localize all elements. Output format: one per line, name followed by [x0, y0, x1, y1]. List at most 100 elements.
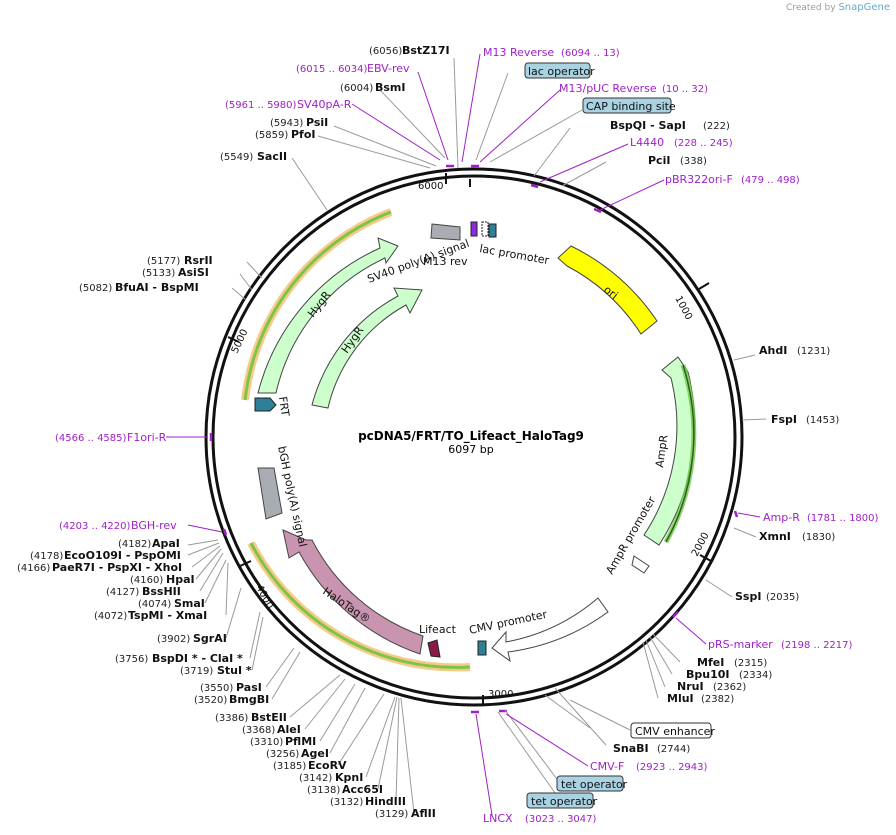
enzyme-pos-acc65i: (3138) [307, 785, 340, 796]
primer-bgh-rev[interactable]: BGH-rev [131, 519, 177, 532]
enzyme-agei[interactable]: AgeI [301, 747, 329, 760]
cmv-promoter-feature[interactable] [491, 597, 609, 663]
hygr-outer-feature[interactable] [257, 237, 399, 394]
enzyme-bmgbi[interactable]: BmgBI [229, 693, 269, 706]
enzyme-paer7i-pspxi-xhoi[interactable]: PaeR7I - PspXI - XhoI [52, 561, 182, 574]
plasmid-name: pcDNA5/FRT/TO_Lifeact_HaloTag9 [358, 429, 584, 444]
hygr-inner-feature[interactable] [311, 287, 423, 409]
enzyme-pos-kpni: (3142) [299, 773, 332, 784]
primer-m13-puc-reverse[interactable]: M13/pUC Reverse [559, 82, 657, 95]
lifeact-feature[interactable] [427, 639, 441, 658]
enzyme-hindiii[interactable]: HindIII [365, 795, 406, 808]
m13-rev-feature[interactable] [470, 221, 478, 237]
tick-label-4000: 4000 [253, 583, 275, 611]
enzyme-mfei[interactable]: MfeI [697, 656, 724, 669]
enzyme-pfoi[interactable]: PfoI [291, 128, 316, 141]
enzyme-bsshii[interactable]: BssHII [142, 585, 181, 598]
enzyme-pos-tspmi: (4072) [94, 611, 127, 622]
enzyme-bpu10i[interactable]: Bpu10I [686, 668, 730, 681]
cmv-promoter-label: CMV promoter [468, 608, 549, 637]
enzyme-fspi[interactable]: FspI [771, 413, 797, 426]
tet-operator-feature[interactable] [477, 640, 487, 656]
enzyme-snabi[interactable]: SnaBI [613, 742, 649, 755]
enzyme-pos-ecorv: (3185) [273, 761, 306, 772]
cmv-enhancer-label: CMV enhancer [635, 725, 715, 738]
enzyme-bspdi-clai[interactable]: BspDI * - ClaI * [152, 652, 243, 665]
enzyme-bspqi-sapi[interactable]: BspQI - SapI [610, 119, 686, 132]
tet-operator-box-1[interactable] [556, 775, 624, 792]
enzyme-pos-bsshii: (4127) [106, 587, 139, 598]
cap-binding-site-label: CAP binding site [586, 100, 676, 113]
enzyme-pos-agei: (3256) [266, 749, 299, 760]
enzyme-bsmi[interactable]: BsmI [375, 81, 406, 94]
primer-amp-r[interactable]: Amp-R [763, 511, 800, 524]
enzyme-tspmi-xmai[interactable]: TspMI - XmaI [128, 609, 207, 622]
enzyme-sacii[interactable]: SacII [257, 150, 287, 163]
enzyme-ecorv[interactable]: EcoRV [308, 759, 347, 772]
enzyme-nrui[interactable]: NruI [677, 680, 704, 693]
lac-operator-box[interactable] [524, 62, 591, 79]
tick-label-3000: 3000 [488, 689, 513, 700]
snapgene-credit: Created by SnapGene [786, 2, 890, 13]
ampr-promoter-feature[interactable] [631, 555, 650, 574]
enzyme-pos-nrui: (2362) [713, 682, 746, 693]
enzyme-pos-hpai: (4160) [130, 575, 163, 586]
tick-label-1000: 1000 [672, 294, 694, 322]
enzyme-asisi[interactable]: AsiSI [178, 266, 209, 279]
bgh-polya-feature[interactable] [257, 467, 283, 520]
enzyme-bsteii[interactable]: BstEII [251, 711, 287, 724]
enzyme-pos-bsmi: (6004) [340, 83, 373, 94]
cap-feature[interactable] [488, 223, 497, 238]
enzyme-rsrii[interactable]: RsrII [184, 254, 213, 267]
primer-ebv-rev[interactable]: EBV-rev [367, 62, 410, 75]
halotag-feature[interactable] [282, 529, 424, 655]
enzyme-pos-bspqi-sapi: (222) [703, 121, 730, 132]
enzyme-bfuai-bspmi[interactable]: BfuAI - BspMI [115, 281, 199, 294]
enzyme-stui[interactable]: StuI * [217, 664, 252, 677]
primer-lncx[interactable]: LNCX [483, 812, 513, 825]
tet-operator-box-2[interactable] [526, 792, 594, 809]
enzyme-acc65i[interactable]: Acc65I [342, 783, 383, 796]
primer-f1ori-r[interactable]: F1ori-R [127, 431, 167, 444]
primer-m13-reverse[interactable]: M13 Reverse [483, 46, 554, 59]
enzyme-pcii[interactable]: PciI [648, 154, 670, 167]
enzyme-hpai[interactable]: HpaI [166, 573, 195, 586]
primer-prs-marker[interactable]: pRS-marker [708, 638, 773, 651]
sv40-polya-feature[interactable] [430, 223, 461, 241]
tick-label-5000: 5000 [230, 328, 251, 356]
cap-binding-site-box[interactable] [582, 97, 672, 114]
m13-rev-label: M13 rev [423, 255, 468, 268]
primer-pos-m13-reverse: (6094 .. 13) [561, 48, 620, 59]
enzyme-mlui[interactable]: MluI [667, 692, 694, 705]
enzyme-pos-aflii: (3129) [375, 809, 408, 820]
primer-pos-cmv-f: (2923 .. 2943) [636, 762, 708, 773]
cmv-enhancer-box[interactable] [630, 722, 712, 739]
primer-sv40pa-r[interactable]: SV40pA-R [297, 98, 352, 111]
primer-pos-amp-r: (1781 .. 1800) [807, 513, 879, 524]
lac-promoter-feature[interactable] [481, 221, 489, 237]
enzyme-apai[interactable]: ApaI [152, 537, 180, 550]
enzyme-leaders [187, 57, 767, 814]
hygr-orf-line [243, 210, 392, 401]
enzyme-bstz17i[interactable]: BstZ17I [402, 44, 450, 57]
primer-leaders [166, 53, 761, 816]
frt-feature[interactable] [254, 397, 277, 412]
enzyme-smai[interactable]: SmaI [174, 597, 205, 610]
enzyme-alei[interactable]: AleI [277, 723, 301, 736]
enzyme-xmni-label[interactable]: XmnI [759, 530, 791, 543]
primer-l4440[interactable]: L4440 [630, 136, 664, 149]
enzyme-aflii[interactable]: AflII [411, 807, 436, 820]
enzyme-kpni[interactable]: KpnI [335, 771, 363, 784]
enzyme-pos-bmgbi: (3520) [194, 695, 227, 706]
enzyme-sspi[interactable]: SspI [735, 590, 761, 603]
enzyme-ahdi[interactable]: AhdI [759, 344, 787, 357]
enzyme-ecoo109i-pspomi[interactable]: EcoO109I - PspOMI [64, 549, 181, 562]
bgh-polya-label: bGH poly(A) signal [275, 445, 309, 548]
enzyme-sgrai[interactable]: SgrAI [193, 632, 227, 645]
ori-feature[interactable] [557, 245, 658, 335]
enzyme-pasi[interactable]: PasI [236, 681, 262, 694]
primer-cmv-f[interactable]: CMV-F [590, 760, 624, 773]
enzyme-pflmi[interactable]: PflMI [285, 735, 316, 748]
enzyme-psii[interactable]: PsiI [306, 116, 328, 129]
primer-pbr322ori-f[interactable]: pBR322ori-F [665, 173, 733, 186]
